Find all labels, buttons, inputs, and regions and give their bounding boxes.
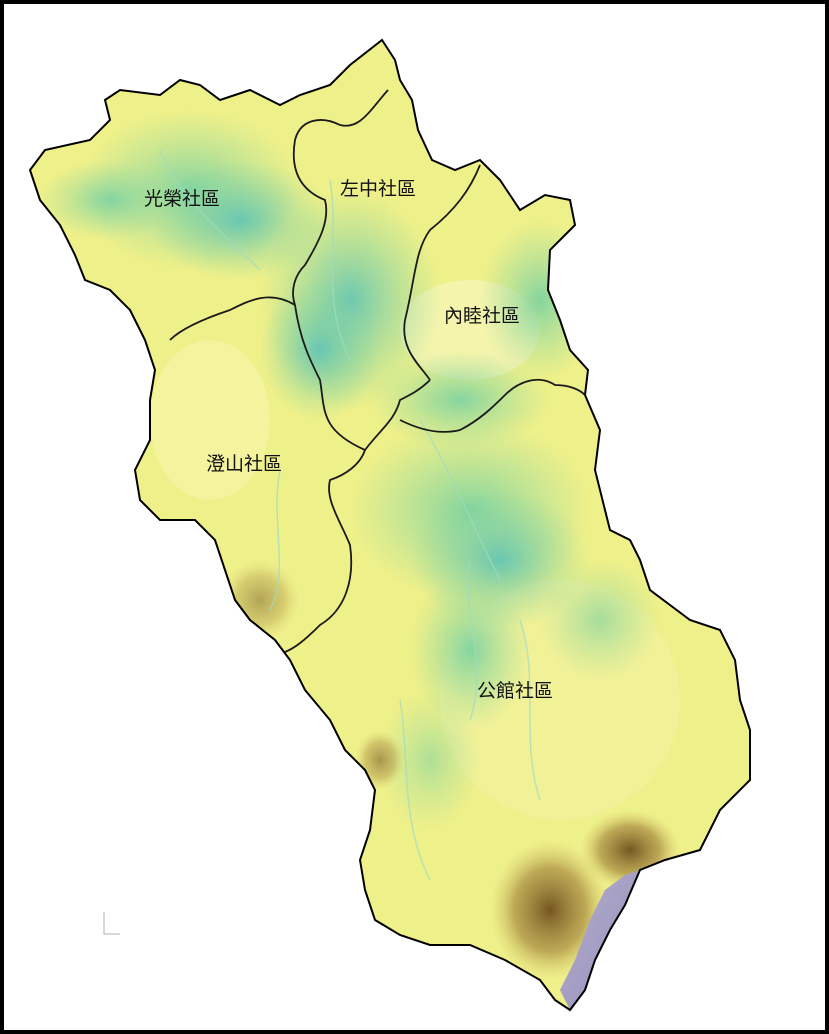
boundary-neilu-gongguan bbox=[399, 378, 586, 433]
boundary-guangrong-zuozhong bbox=[292, 89, 389, 306]
terrain-shading bbox=[40, 110, 680, 1010]
label-neilu: 內睦社區 bbox=[444, 305, 520, 327]
community-boundaries bbox=[169, 89, 586, 653]
label-guangrong: 光榮社區 bbox=[144, 188, 220, 210]
corner-mark bbox=[103, 912, 120, 935]
boundary-guangrong-chengshan bbox=[169, 296, 296, 341]
label-chengshan: 澄山社區 bbox=[206, 453, 282, 475]
label-zuozhong: 左中社區 bbox=[340, 178, 416, 200]
boundary-zuozhong-neilu bbox=[403, 164, 481, 381]
boundary-zuozhong-chengshan bbox=[294, 304, 366, 451]
boundary-zuozhong-gongguan bbox=[364, 379, 431, 451]
district-outline bbox=[28, 38, 751, 1012]
label-gongguan: 公館社區 bbox=[477, 680, 553, 702]
boundary-chengshan-gongguan bbox=[284, 449, 366, 653]
